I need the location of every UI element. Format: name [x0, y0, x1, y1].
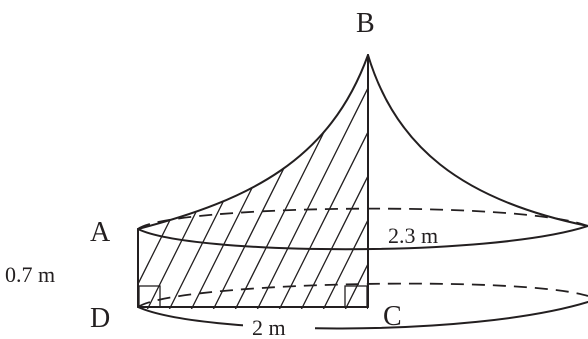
- bottom-ellipse-back-dashed: [137, 282, 588, 308]
- point-label-D: D: [90, 303, 110, 334]
- roof-right-curve: [367, 54, 588, 227]
- hatch-line: [138, 55, 271, 309]
- dimension-label-base: 2 m: [252, 315, 286, 339]
- roof-left-curve: [137, 54, 369, 230]
- dimension-label-radius: 2.3 m: [388, 223, 438, 248]
- right-angle-marker-C: [344, 285, 368, 308]
- point-label-B: B: [356, 8, 375, 39]
- hatch-line: [185, 55, 337, 309]
- hatched-cross-section: [138, 20, 556, 320]
- hatch-line: [229, 55, 368, 309]
- top-ellipse-front: [137, 225, 588, 251]
- hatch-line: [317, 55, 368, 309]
- top-ellipse-back-dashed: [137, 207, 588, 230]
- right-angle-marker-D: [138, 285, 161, 308]
- hatch-line: [273, 55, 368, 309]
- hatch-line: [295, 55, 368, 309]
- bottom-ellipse-front: [137, 301, 588, 330]
- hatch-line: [163, 55, 315, 309]
- hatch-line: [384, 20, 534, 320]
- hatch-line: [251, 55, 368, 309]
- hatch-line: [141, 55, 293, 309]
- hatch-line: [406, 20, 556, 320]
- hatch-line: [339, 55, 368, 309]
- point-label-A: A: [90, 217, 111, 248]
- hatch-line: [361, 55, 368, 309]
- dimension-label-height: 0.7 m: [5, 262, 55, 287]
- label-2m-background: [243, 316, 315, 339]
- point-label-C: C: [383, 301, 402, 332]
